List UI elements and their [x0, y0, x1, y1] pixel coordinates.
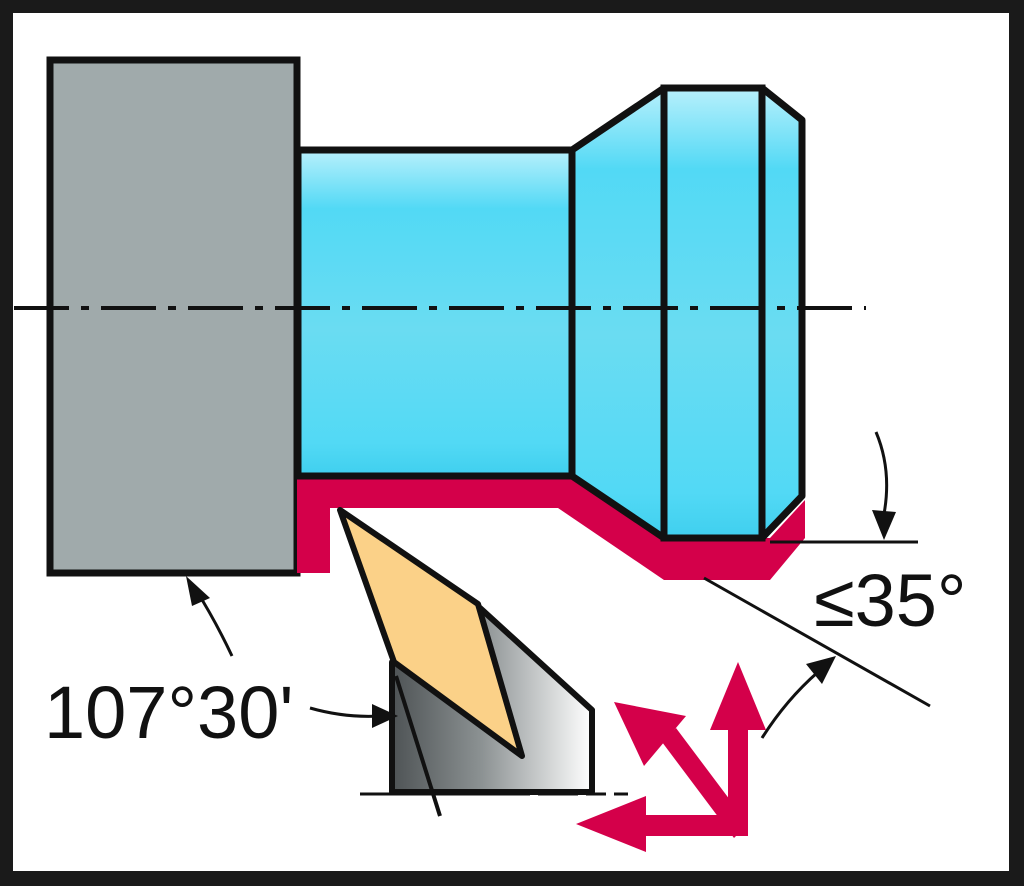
angle-arrow-top [874, 431, 889, 515]
lead-angle-arrowhead [186, 576, 210, 606]
cutting-insert [337, 507, 525, 759]
cut-material-zone [297, 476, 805, 580]
feed-arrow-up-head [710, 662, 766, 730]
angle-arrow-top-head [872, 510, 896, 540]
angle-arrow-bottom-head [806, 656, 836, 684]
label-to-insert-arrowhead [372, 704, 398, 728]
workpiece-end-chamfer [758, 84, 806, 542]
feed-arrow-diagonal-head [614, 702, 686, 766]
angle-arrow-bottom [760, 670, 819, 739]
feed-arrow-horizontal-shaft [614, 815, 748, 836]
feed-arrow-left-head [576, 796, 646, 852]
workpiece-collar [660, 84, 766, 542]
workpiece-taper [568, 84, 668, 542]
feed-arrow-diagonal-shaft [662, 728, 748, 838]
lead-angle-reference-line [394, 675, 442, 817]
chuck-block [46, 56, 301, 577]
lead-angle-label: 107°30' [44, 671, 294, 754]
back-chamfer-extension-line [703, 576, 931, 708]
max-angle-label: ≤35° [814, 559, 967, 642]
workpiece-cylinder [294, 146, 576, 480]
feed-direction-arrows-icon [576, 662, 766, 852]
